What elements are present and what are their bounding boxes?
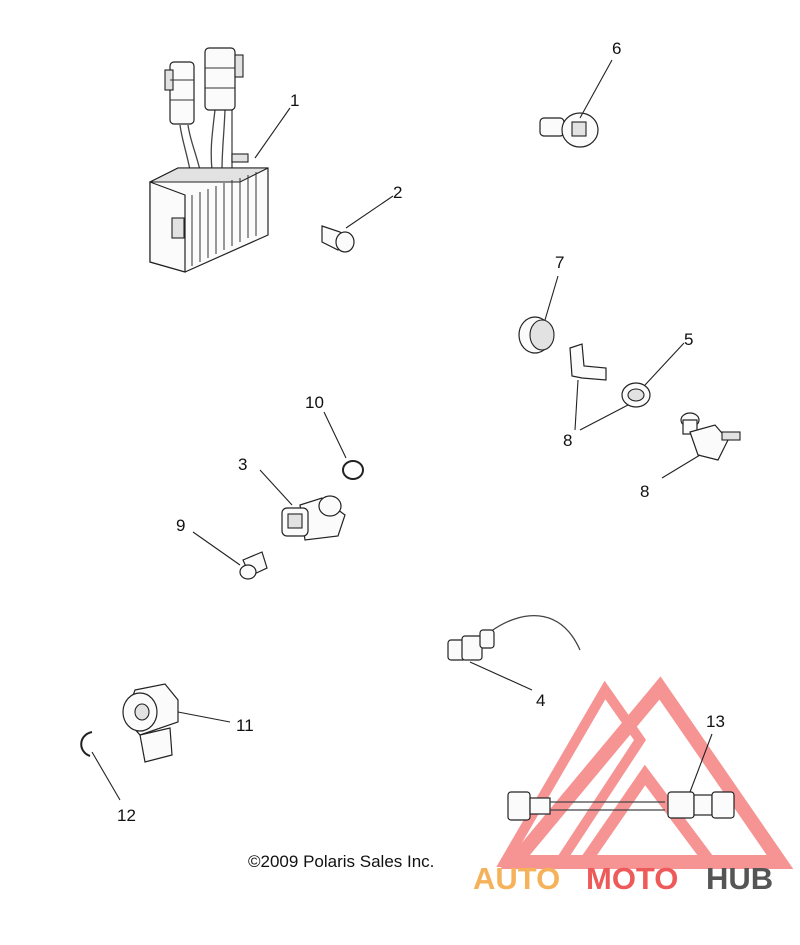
callout-1: 1	[290, 91, 299, 110]
callout-9: 9	[176, 516, 185, 535]
callout-2: 2	[393, 183, 402, 202]
copyright-text: ©2009 Polaris Sales Inc.	[248, 852, 434, 871]
knock-sensor-part-11	[122, 683, 231, 763]
callout-8b: 8	[640, 482, 649, 501]
voltage-regulator-part	[149, 47, 291, 273]
harness-part-13	[507, 733, 735, 821]
speed-sensor-part-4	[447, 615, 581, 691]
wordmark-hub: HUB	[706, 861, 773, 896]
wordmark-moto: MOTO	[586, 861, 678, 896]
automotohub-logo-mark	[496, 676, 794, 869]
screw-part-2	[321, 195, 394, 253]
callout-7: 7	[555, 253, 564, 272]
automotohub-wordmark: AUTO MOTO HUB	[473, 861, 773, 896]
callout-12: 12	[117, 806, 136, 825]
sensor-part-3	[259, 469, 346, 541]
grommet-part-7	[518, 275, 559, 354]
switch-part-8	[661, 412, 741, 479]
cap-part-6	[539, 59, 613, 148]
wordmark-auto: AUTO	[473, 861, 560, 896]
callout-13: 13	[706, 712, 725, 731]
o-ring-part-10	[323, 411, 364, 480]
callout-11: 11	[236, 716, 254, 735]
bolt-part-9	[192, 531, 268, 580]
clip-part-12	[80, 731, 121, 801]
callout-4: 4	[536, 691, 545, 710]
callout-3: 3	[238, 455, 247, 474]
callout-10: 10	[305, 393, 324, 412]
bracket-part-8	[569, 343, 651, 431]
callout-6: 6	[612, 39, 621, 58]
callout-5: 5	[684, 330, 693, 349]
callout-8a: 8	[563, 431, 572, 450]
